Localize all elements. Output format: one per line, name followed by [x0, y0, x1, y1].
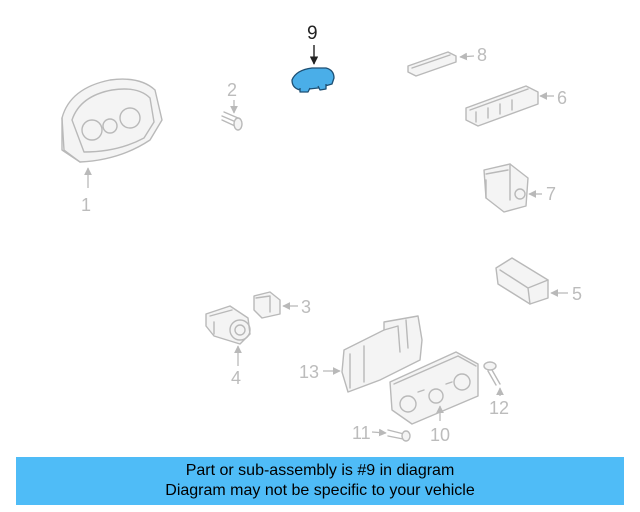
callout-4: 4 — [231, 368, 241, 388]
part-11-screw — [371, 428, 411, 442]
callout-5: 5 — [572, 284, 582, 304]
callout-6: 6 — [557, 88, 567, 108]
part-9-switch-highlighted — [291, 45, 335, 93]
part-3-connector — [253, 291, 298, 319]
banner-line-1: Part or sub-assembly is #9 in diagram — [185, 462, 455, 479]
callout-8: 8 — [477, 45, 487, 65]
part-8-switch — [407, 51, 475, 77]
part-7-switch-unit — [483, 163, 542, 213]
part-2-screw — [221, 100, 243, 131]
callout-1: 1 — [81, 195, 91, 215]
part-1-instrument-cluster — [61, 78, 163, 188]
part-10-climate-panel — [389, 351, 479, 425]
part-5-module — [495, 257, 568, 305]
callout-2: 2 — [227, 80, 237, 100]
callout-7: 7 — [546, 184, 556, 204]
callout-9: 9 — [307, 23, 318, 44]
part-6-switch-block — [465, 85, 554, 127]
callout-11: 11 — [352, 423, 371, 443]
info-banner: Part or sub-assembly is #9 in diagram Di… — [16, 457, 624, 505]
callout-3: 3 — [301, 297, 311, 317]
callout-13: 13 — [299, 362, 319, 382]
part-12-screw — [483, 361, 504, 396]
banner-line-2: Diagram may not be specific to your vehi… — [165, 482, 475, 499]
callout-10: 10 — [430, 425, 450, 445]
callout-12: 12 — [489, 398, 509, 418]
part-4-ignition-switch — [205, 305, 251, 366]
part-13-bracket — [323, 315, 423, 393]
